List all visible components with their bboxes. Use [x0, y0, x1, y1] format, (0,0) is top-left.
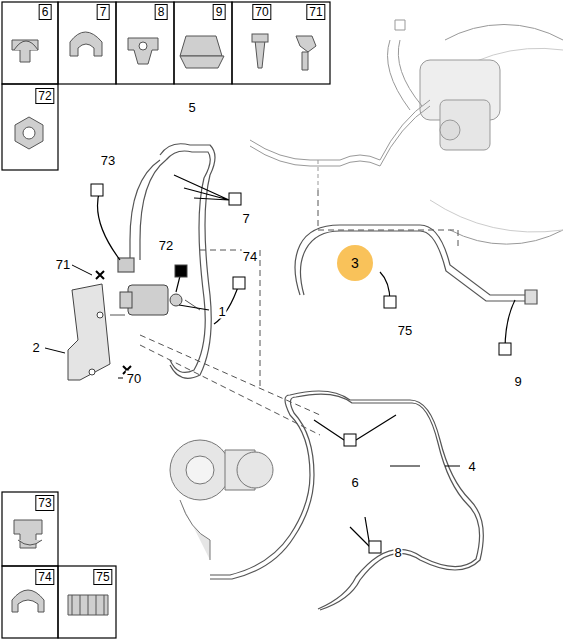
callout-number: 6 [350, 475, 359, 490]
panel-part-number: 72 [35, 88, 54, 104]
callout-circle: 3 [337, 245, 373, 281]
callout-number: 5 [187, 100, 196, 115]
callout-number: 72 [158, 238, 174, 253]
panel-part-number: 6 [39, 4, 52, 20]
callout-number: 4 [467, 459, 476, 474]
panel-part-number: 75 [93, 569, 112, 585]
callout-number: 70 [126, 371, 142, 386]
callout-number: 2 [31, 340, 40, 355]
panel-part-number: 71 [306, 4, 325, 20]
callout-number: 73 [100, 153, 116, 168]
callout-number: 3 [351, 255, 359, 271]
callout-number: 74 [242, 249, 258, 264]
panel-part-number: 8 [155, 4, 168, 20]
callout-number: 9 [513, 374, 522, 389]
callout-number: 8 [393, 545, 402, 560]
callout-number: 1 [217, 304, 226, 319]
callout-number: 75 [397, 323, 413, 338]
callout-number: 7 [241, 211, 250, 226]
panel-part-number: 7 [97, 4, 110, 20]
panel-part-number: 70 [252, 4, 271, 20]
panel-part-number: 73 [35, 495, 54, 511]
panel-part-number: 9 [213, 4, 226, 20]
panel-part-number: 74 [35, 569, 54, 585]
callout-number: 71 [55, 257, 71, 272]
